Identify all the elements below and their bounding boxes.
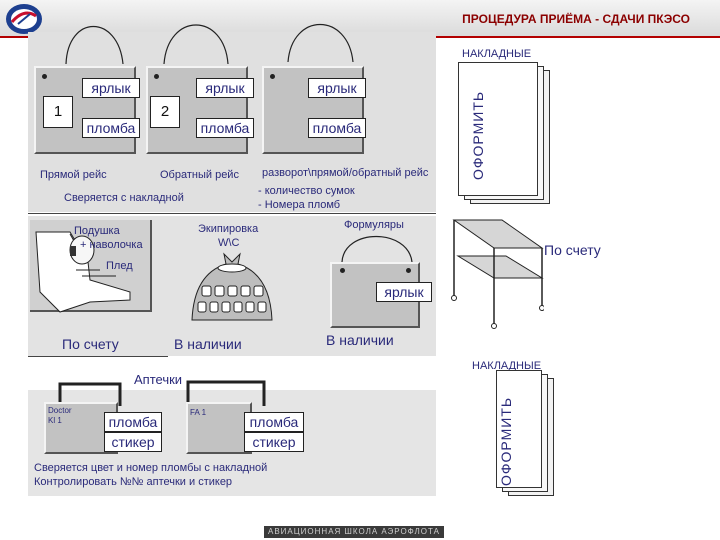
pillow-label: Подушка	[74, 225, 120, 237]
invoice-stack-bottom-front	[496, 370, 542, 488]
invoices-bottom-label: НАКЛАДНЫЕ	[472, 360, 542, 372]
kit2-sticker: стикер	[244, 432, 304, 452]
number-1: 1	[43, 96, 73, 128]
number-2: 2	[150, 96, 180, 128]
handle-1	[58, 382, 122, 406]
first-aid-handles	[58, 380, 266, 406]
by-invoice-label-right: По счету	[544, 242, 601, 258]
forms-card-hole-left	[340, 268, 345, 273]
forms-hook	[341, 235, 413, 263]
forms-card-hole-right	[406, 268, 411, 273]
middle-panel-divider-left	[28, 356, 168, 357]
kit2-label: FA 1	[190, 408, 207, 417]
hook-3	[287, 24, 354, 63]
page-title: ПРОЦЕДУРА ПРИЁМА - СДАЧИ ПКЭСО	[462, 12, 690, 26]
seal-3: пломба	[308, 118, 366, 138]
pillowcase-label: + наволочка	[80, 239, 143, 251]
available-label-1: В наличии	[174, 336, 242, 352]
card-3-hole	[270, 74, 275, 79]
forms-label: Формуляры	[344, 219, 404, 231]
first-aid-title: Аптечки	[134, 372, 183, 387]
seal-1: пломба	[82, 118, 140, 138]
kit2-seal: пломба	[244, 412, 304, 432]
kit1-label-line2: Kl 1	[48, 416, 62, 425]
flight-turnaround-label: разворот\прямой/обратный рейс	[262, 167, 429, 179]
issue-bottom-label: ОФОРМИТЬ	[498, 396, 514, 486]
trolley-icon	[451, 219, 544, 329]
handle-2	[186, 380, 266, 406]
equipment-bag-icon	[191, 252, 273, 321]
header-bar	[0, 0, 720, 38]
footer-logo-text: АВИАЦИОННАЯ ШКОЛА АЭРОФЛОТА	[268, 527, 440, 536]
aeroflot-logo	[4, 2, 44, 36]
kit1-label-line1: Doctor	[48, 406, 72, 415]
invoices-top-label: НАКЛАДНЫЕ	[462, 48, 532, 60]
invoice-stack-top-front	[458, 62, 538, 196]
bag-count-label: - количество сумок	[258, 185, 355, 197]
forms-tag: ярлык	[376, 282, 432, 302]
tag-3: ярлык	[308, 78, 366, 98]
equipment-label: Экипировка	[198, 223, 259, 235]
hooks-svg	[65, 24, 354, 65]
issue-top-label: ОФОРМИТЬ	[470, 90, 486, 180]
kit1-sticker: стикер	[104, 432, 162, 452]
available-label-2: В наличии	[326, 332, 394, 348]
tag-2: ярлык	[196, 78, 254, 98]
first-aid-kit-2	[186, 402, 252, 454]
card-1-hole	[42, 74, 47, 79]
bottom-note-1: Сверяется цвет и номер пломбы с накладно…	[34, 462, 268, 474]
seal-2: пломба	[196, 118, 254, 138]
hook-2	[163, 24, 229, 65]
hook-1	[65, 26, 124, 65]
by-invoice-label-left: По счету	[62, 336, 119, 352]
check-invoice-label: Сверяется с накладной	[64, 192, 184, 204]
bottom-note-2: Контролировать №№ аптечки и стикер	[34, 476, 233, 488]
seat-icon	[35, 231, 131, 313]
tag-1: ярлык	[82, 78, 140, 98]
flight-return-label: Обратный рейс	[160, 169, 239, 181]
equipment-sub-label: W\C	[218, 237, 240, 249]
top-panel-divider	[28, 213, 436, 214]
footer-logo-bar	[264, 526, 444, 538]
logo-icon	[6, 4, 42, 34]
blanket-label: Плед	[106, 260, 133, 272]
kit1-seal: пломба	[104, 412, 162, 432]
seal-numbers-label: - Номера пломб	[258, 199, 341, 211]
card-2-hole	[154, 74, 159, 79]
flight-direct-label: Прямой рейс	[40, 169, 107, 181]
